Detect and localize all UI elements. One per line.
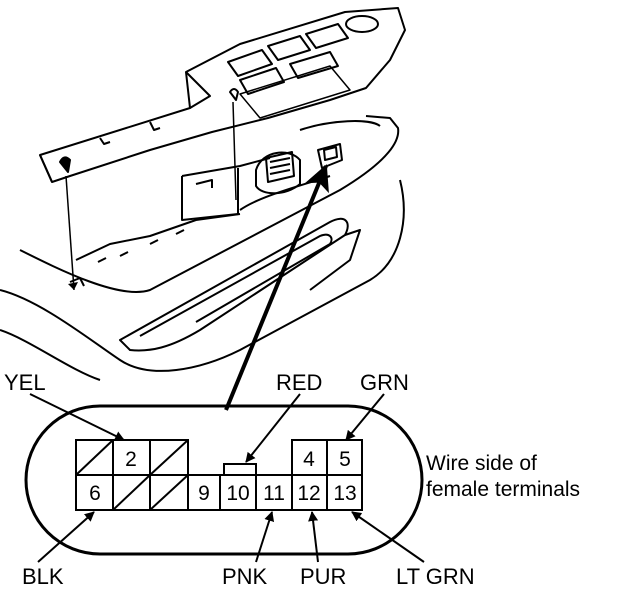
connector-outline xyxy=(24,404,424,556)
terminal-4: 4 xyxy=(303,448,315,471)
leader-pnk xyxy=(255,511,275,563)
terminal-9: 9 xyxy=(198,482,210,505)
leader-lines xyxy=(29,393,425,563)
leader-red xyxy=(245,393,301,463)
label-grn: GRN xyxy=(360,370,409,395)
terminal-12: 12 xyxy=(297,482,320,505)
terminal-2: 2 xyxy=(125,448,137,471)
terminal-13: 13 xyxy=(333,482,356,505)
label-yel: YEL xyxy=(4,370,46,395)
leader-yel xyxy=(29,393,125,441)
label-red: RED xyxy=(276,370,322,395)
terminal-5: 5 xyxy=(339,448,351,471)
terminal-10: 10 xyxy=(226,482,249,505)
label-blk: BLK xyxy=(22,564,64,589)
leader-blk xyxy=(37,511,95,563)
terminal-6: 6 xyxy=(89,482,101,505)
label-lt-grn: LT GRN xyxy=(396,564,475,589)
pointer-arrow xyxy=(224,164,329,411)
label-pnk: PNK xyxy=(222,564,268,589)
terminal-grid xyxy=(75,439,363,511)
label-pur: PUR xyxy=(300,564,346,589)
door-panel-illustration xyxy=(0,7,406,381)
leader-grn xyxy=(345,393,385,441)
caption-line-1: Wire side of xyxy=(426,452,537,475)
leader-lt-grn xyxy=(351,511,425,563)
terminal-11: 11 xyxy=(263,482,285,505)
leader-pur xyxy=(308,511,319,563)
caption-line-2: female terminals xyxy=(426,478,580,501)
